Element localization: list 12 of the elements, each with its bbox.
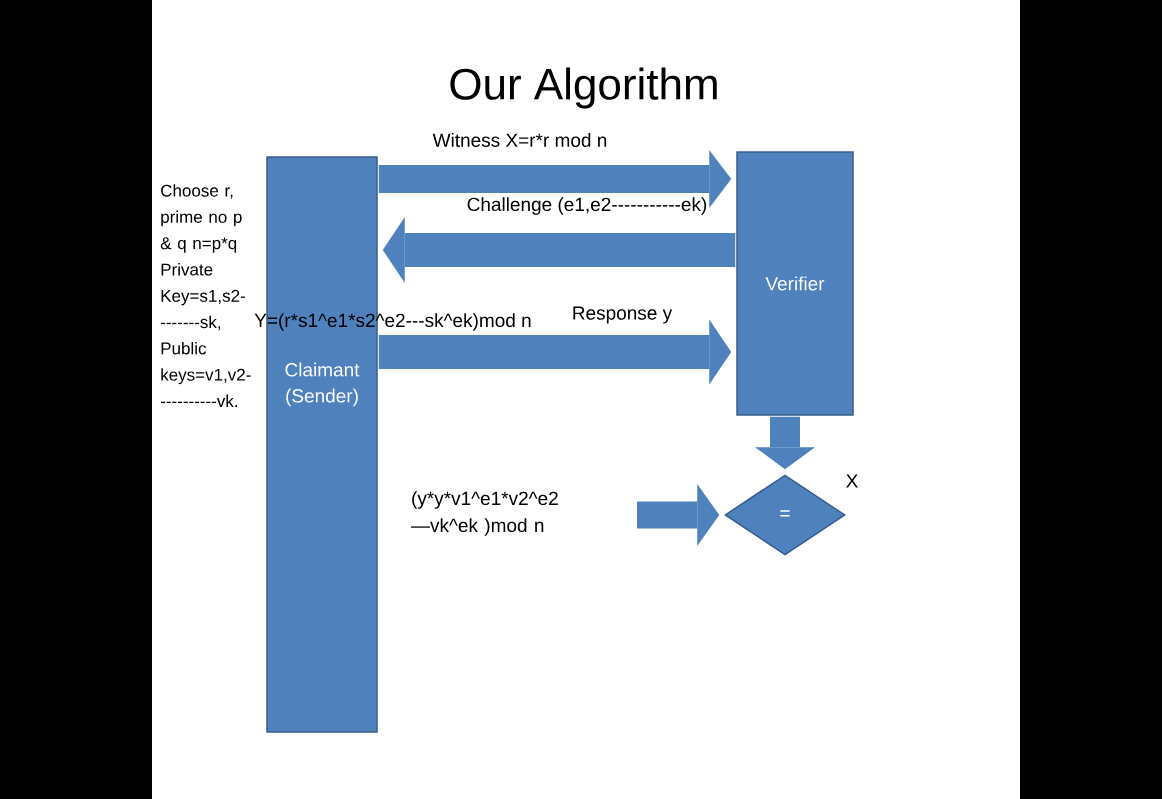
formula-text: (y*y*v1^e1*v2^e2 —vk^ek )mod n <box>411 491 558 536</box>
block-arrow <box>382 217 736 283</box>
key-text: Choose r, prime no p & q n=p*q Private Key=s1,s2--------sk, Public keys=v1,v2-----------vk. <box>160 184 251 407</box>
title: Our Algorithm <box>450 67 717 109</box>
block-arrow <box>637 484 720 546</box>
process-box: Verifier <box>736 151 854 416</box>
edge-label: Witness X=r*r mod n <box>432 133 607 147</box>
edge-label: Challenge (e1,e2-----------ek) <box>467 197 707 215</box>
edge-label: Response y <box>573 306 673 324</box>
block-arrow <box>755 416 815 470</box>
block-arrow <box>378 150 732 208</box>
block-arrow <box>378 319 732 385</box>
